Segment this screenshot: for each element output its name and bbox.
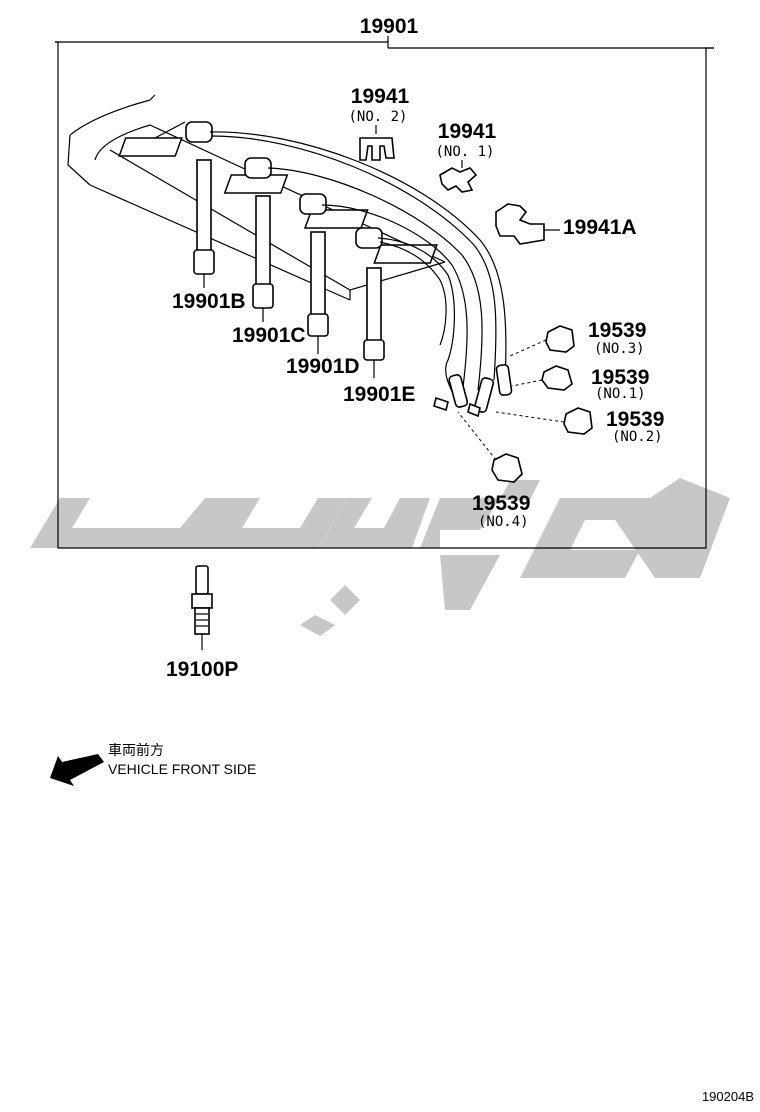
part-19901D-number: 19901D (286, 355, 360, 378)
part-19941-no2-number: 19941 (351, 85, 410, 108)
part-19539-no4-note: (NO.4) (478, 514, 529, 530)
part-19539-no2-number: 19539 (606, 408, 664, 431)
part-19100P-number: 19100P (166, 658, 238, 681)
assembly-frame (55, 36, 714, 549)
assembly-number: 19901 (360, 15, 419, 38)
part-19941A-number: 19941A (563, 216, 637, 239)
watermark (30, 478, 730, 636)
cable-bundle (209, 131, 513, 418)
part-19941-no1-note: (NO. 1) (435, 144, 494, 160)
spark-plug-19100P (191, 565, 213, 650)
part-19539-no3-note: (NO.3) (594, 341, 645, 357)
direction-label-english: VEHICLE FRONT SIDE (108, 761, 256, 777)
part-19901E-number: 19901E (343, 383, 415, 406)
clamp-19941-no1 (439, 167, 478, 193)
holder-19539-no2 (495, 407, 593, 435)
clamp-19941-no2 (359, 137, 395, 161)
part-19901B-number: 19901B (172, 290, 246, 313)
part-19539-no4-number: 19539 (472, 492, 530, 515)
part-19539-no3-number: 19539 (588, 319, 646, 342)
part-19539-no1-note: (NO.1) (595, 386, 646, 402)
part-19941-no1-number: 19941 (438, 120, 497, 143)
direction-label-japanese: 車両前方 (108, 742, 164, 758)
figure-code: 190204B (702, 1089, 754, 1104)
cylinder-head-cover (67, 94, 446, 301)
cord-19901E (355, 227, 438, 361)
cord-19901D (299, 193, 369, 337)
vehicle-front-arrow-icon (50, 754, 104, 786)
cord-19901B (118, 121, 215, 275)
holder-19539-no3 (509, 325, 575, 357)
part-19539-no2-note: (NO.2) (612, 429, 663, 445)
leader-lines (203, 125, 560, 378)
cord-19901C (223, 157, 289, 309)
holder-19539-no4 (457, 411, 523, 483)
holder-19539-no1 (511, 365, 573, 391)
part-19941-no2-note: (NO. 2) (348, 109, 407, 125)
part-19539-no1-number: 19539 (591, 366, 649, 389)
part-19901C-number: 19901C (232, 324, 306, 347)
clamp-19941A (495, 203, 545, 245)
